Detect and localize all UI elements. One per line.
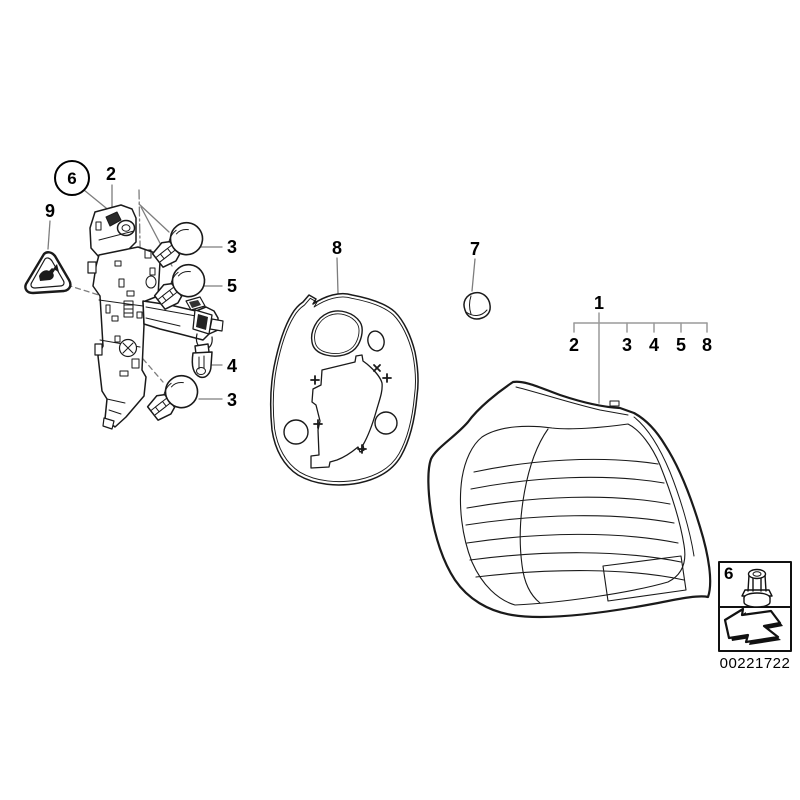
callout-9-warning: 9 bbox=[44, 201, 56, 221]
callout-ref-2: 2 bbox=[568, 335, 580, 355]
callout-ref-4: 4 bbox=[648, 335, 660, 355]
warning-triangle-icon bbox=[24, 251, 72, 295]
callout-ref-5: 5 bbox=[675, 335, 687, 355]
callout-2-carrier: 2 bbox=[105, 164, 117, 184]
bulb-4-wedge-drawing bbox=[191, 343, 213, 379]
callout-ref-8: 8 bbox=[701, 335, 713, 355]
callout-circled-6-text: 6 bbox=[67, 168, 77, 188]
callout-3-upper: 3 bbox=[226, 237, 238, 257]
callout-8-gasket: 8 bbox=[331, 238, 343, 258]
legend-callout-6: 6 bbox=[724, 564, 734, 583]
diagram-part-number: 00221722 bbox=[719, 655, 791, 672]
plastic-nut-icon bbox=[741, 568, 773, 608]
callout-3-lower: 3 bbox=[226, 390, 238, 410]
gasket-drawing bbox=[269, 292, 419, 486]
callout-1-rear-light: 1 bbox=[593, 293, 605, 313]
callout-4: 4 bbox=[226, 356, 238, 376]
legend-box bbox=[718, 561, 792, 652]
rear-light-drawing bbox=[427, 380, 712, 619]
callout-7-grommet: 7 bbox=[469, 239, 481, 259]
callout-ref-3: 3 bbox=[621, 335, 633, 355]
bulb-3-lower-drawing bbox=[142, 368, 205, 428]
direction-arrow-icon bbox=[723, 607, 783, 645]
callout-5: 5 bbox=[226, 276, 238, 296]
callout-circled-6: 6 bbox=[54, 160, 90, 196]
grommet-drawing bbox=[463, 291, 491, 320]
rear-light-bracket-lines bbox=[573, 312, 708, 404]
bulb-carrier-drawing bbox=[87, 204, 224, 430]
gasket-cross-marks bbox=[310, 364, 392, 454]
